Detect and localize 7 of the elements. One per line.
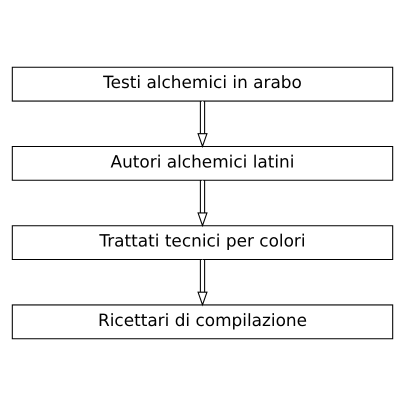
arrow (197, 180, 208, 227)
node-box: Autori alchemici latini (12, 145, 394, 180)
node-box: Trattati tecnici per colori (12, 224, 394, 260)
arrow (197, 259, 208, 306)
node-box: Ricettari di compilazione (12, 304, 394, 339)
arrow (197, 100, 208, 148)
node-box: Testi alchemici in arabo (12, 66, 394, 102)
